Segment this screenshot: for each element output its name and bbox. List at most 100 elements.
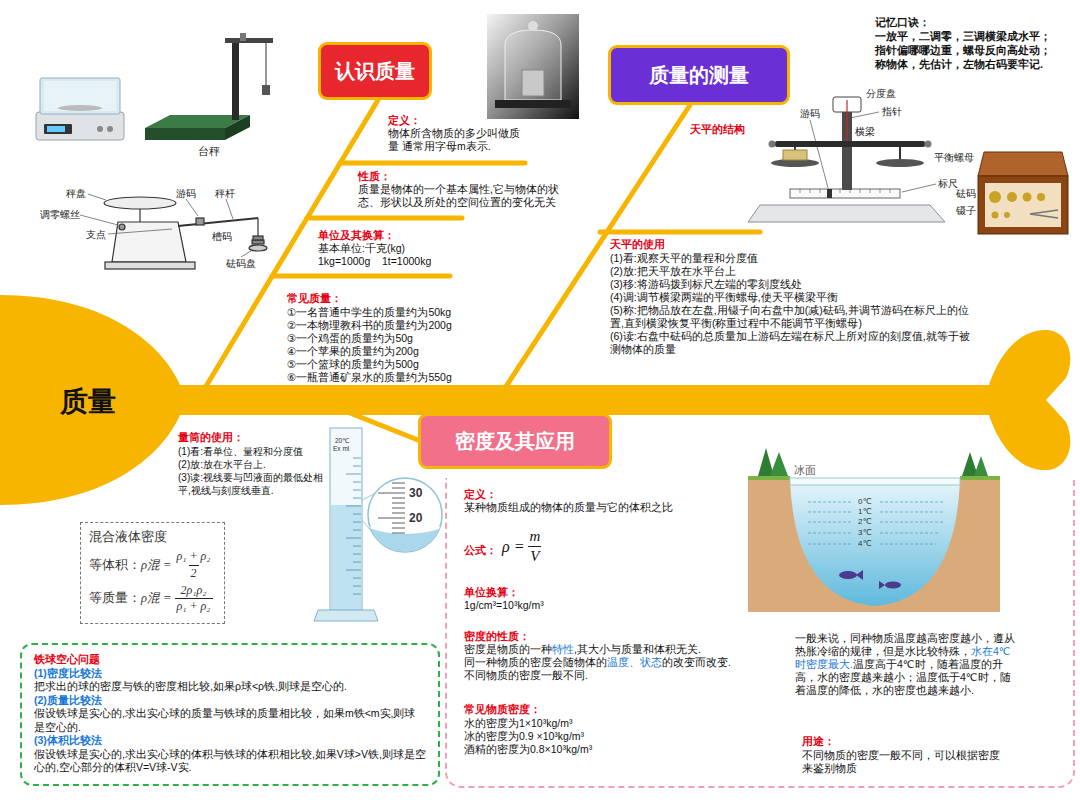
method-heading: (1)密度比较法 (34, 667, 426, 681)
topic-fill (0, 295, 180, 505)
mnemonic-line: 称物体，先估计，左物右码要牢记. (875, 58, 1043, 71)
note-text: 冰的密度为0.9 ×10³kg/m³ (464, 730, 584, 743)
branch-header: 认识质量 (318, 42, 432, 100)
formula-label: 等体积： (89, 557, 141, 574)
formula: ρ =mV (502, 528, 545, 566)
kilogram-prototype-photo (487, 14, 579, 119)
header-text: 密度及其应用 (455, 428, 575, 455)
mnemonic-line: 指针偏哪哪边重，螺母反向高处动； (875, 44, 1051, 57)
section-heading: 常见质量： (287, 292, 342, 305)
method-heading: (2)质量比较法 (34, 694, 426, 708)
note-text: ③一个鸡蛋的质量约为50g (287, 332, 413, 345)
part-label: 槽码 (212, 231, 232, 243)
part-label: 调零螺丝 (40, 209, 80, 221)
note-text: 假设铁球是实心的,求出实心球的体积与铁球的体积相比较,如果V球>V铁,则球是空心… (34, 748, 426, 775)
paragraph: 密度是物质的一种特性,其大小与质量和体积无关. (464, 643, 764, 656)
note-text: 基本单位:千克(kg) (318, 242, 405, 255)
denominator: V (528, 546, 541, 565)
figure-caption: 台秤 (198, 144, 220, 158)
part-label: 分度盘 (866, 88, 896, 100)
fraction: 2ρ₁ρ₂ρ₁ + ρ₂ (175, 584, 213, 615)
box-title: 铁球空心问题 (34, 653, 426, 667)
note-text: ②一本物理教科书的质量约为200g (287, 319, 452, 332)
numerator: m (527, 528, 542, 546)
formula-text: ρ混 = (141, 557, 172, 574)
part-label: 标尺 (938, 178, 958, 190)
formula-text: ρ = (502, 538, 524, 556)
temperature-label: 2℃ (858, 517, 871, 526)
section-heading: 天平的结构 (690, 123, 745, 136)
part-label: 平衡螺母 (934, 152, 974, 164)
formula-text: ρ混 = (141, 590, 172, 607)
section-heading: 单位及其换算： (318, 229, 395, 242)
text-run: ,其大小与质量和体积无关. (574, 643, 701, 655)
part-label: 镊子 (956, 205, 976, 217)
formula-row: 等体积：ρ混 =ρ₁ + ρ₂2 (89, 550, 216, 581)
part-label: 游码 (176, 188, 196, 200)
part-label: 横梁 (855, 126, 875, 138)
text-run: 温度、状态 (607, 656, 662, 668)
electronic-balance (36, 78, 124, 140)
note-text: 酒精的密度为0.8×10³kg/m³ (464, 743, 592, 756)
temperature-label: 3℃ (858, 528, 871, 537)
note-text: (3)移:将游码拨到标尺左端的零刻度线处 (610, 278, 802, 291)
text-run: 特性 (552, 643, 574, 655)
section-heading: 天平的使用 (610, 238, 665, 251)
section-heading: 用途： (802, 735, 835, 748)
cylinder-marking: 20℃ (335, 437, 350, 445)
note-text: (5)称:把物品放在左盘,用镊子向右盘中加(减)砝码,并调节游码在标尺上的位置,… (610, 304, 980, 330)
section-heading: 定义： (388, 114, 421, 127)
note-text: 不同物质的密度一般不同. (464, 669, 588, 682)
note-text: 某种物质组成的物体的质量与它的体积之比 (464, 501, 673, 514)
denominator: 2 (189, 565, 199, 581)
part-label: 秤盘 (66, 188, 86, 200)
note-text: (1)看:观察天平的量程和分度值 (610, 252, 758, 265)
mnemonic-line: 一放平，二调零，三调横梁成水平； (875, 30, 1051, 43)
note-text: 假设铁球是实心的,求出实心球的质量与铁球的质量相比较，如果m铁<m实,则球是空心… (34, 707, 426, 734)
temperature-label: 0℃ (858, 497, 871, 506)
cylinder-marking: Ex ml (333, 445, 349, 453)
formula-label: 等质量： (89, 590, 141, 607)
note-text: (6)读:右盘中砝码的总质量加上游码左端在标尺上所对应的刻度值,就等于被测物体的… (610, 330, 980, 356)
note-text: 水的密度为1×10³kg/m³ (464, 717, 572, 730)
density-panel: 定义：某种物质组成的物体的质量与它的体积之比公式：ρ =mV单位换算：1g/cm… (445, 478, 1075, 788)
section-heading: 单位换算： (464, 586, 519, 599)
numerator: 2ρ₁ρ₂ (179, 584, 209, 599)
counter-scale (104, 197, 267, 269)
weight-box (978, 152, 1068, 234)
note-text: 质量是物体的一个基本属性,它与物体的状态、形状以及所处的空间位置的变化无关 (358, 183, 563, 209)
beam-balance (748, 97, 945, 222)
branch-header: 密度及其应用 (418, 413, 612, 469)
platform-scale (145, 33, 273, 140)
section-heading: 公式： (464, 544, 497, 557)
lake-illustration (748, 448, 1000, 612)
scale-number: 30 (409, 486, 422, 501)
fishbone-spine (176, 100, 1070, 470)
part-label: 游码 (800, 108, 820, 120)
figure-label: 冰面 (794, 463, 816, 477)
problem-box: 铁球空心问题(1)密度比较法把求出的球的密度与铁的密度相比较,如果ρ球<ρ铁,则… (20, 643, 440, 786)
formula-row: 等质量：ρ混 =2ρ₁ρ₂ρ₁ + ρ₂ (89, 584, 216, 615)
part-label: 指针 (882, 106, 902, 118)
denominator: ρ₁ + ρ₂ (175, 598, 213, 614)
formula-box: 混合液体密度等体积：ρ混 =ρ₁ + ρ₂2等质量：ρ混 =2ρ₁ρ₂ρ₁ + … (80, 522, 225, 624)
note-text: ④一个苹果的质量约为200g (287, 345, 419, 358)
topic-title: 质量 (60, 383, 116, 421)
note-text: (2)放:把天平放在水平台上 (610, 265, 736, 278)
header-text: 认识质量 (335, 58, 415, 85)
part-label: 支点 (86, 229, 106, 241)
section-heading: 性质： (358, 170, 391, 183)
section-heading: 定义： (464, 488, 497, 501)
numerator: ρ₁ + ρ₂ (175, 550, 213, 565)
note-text: 不同物质的密度一般不同，可以根据密度来鉴别物质 (802, 749, 1007, 775)
part-label: 秤杆 (215, 188, 235, 200)
note-text: ⑤一个篮球的质量约为500g (287, 358, 419, 371)
section-heading: 量筒的使用： (178, 431, 244, 444)
temperature-label: 1℃ (858, 507, 871, 516)
note-text: (3)读:视线要与凹液面的最低处相平,视线与刻度线垂直. (178, 471, 326, 497)
text-run: 密度是物质的一种 (464, 643, 552, 655)
fraction: mV (527, 528, 542, 566)
part-label: 砝码 (956, 188, 976, 200)
paragraph: 一般来说，同种物质温度越高密度越小，遵从热胀冷缩的规律，但是水比较特殊，水在4℃… (795, 632, 1020, 697)
